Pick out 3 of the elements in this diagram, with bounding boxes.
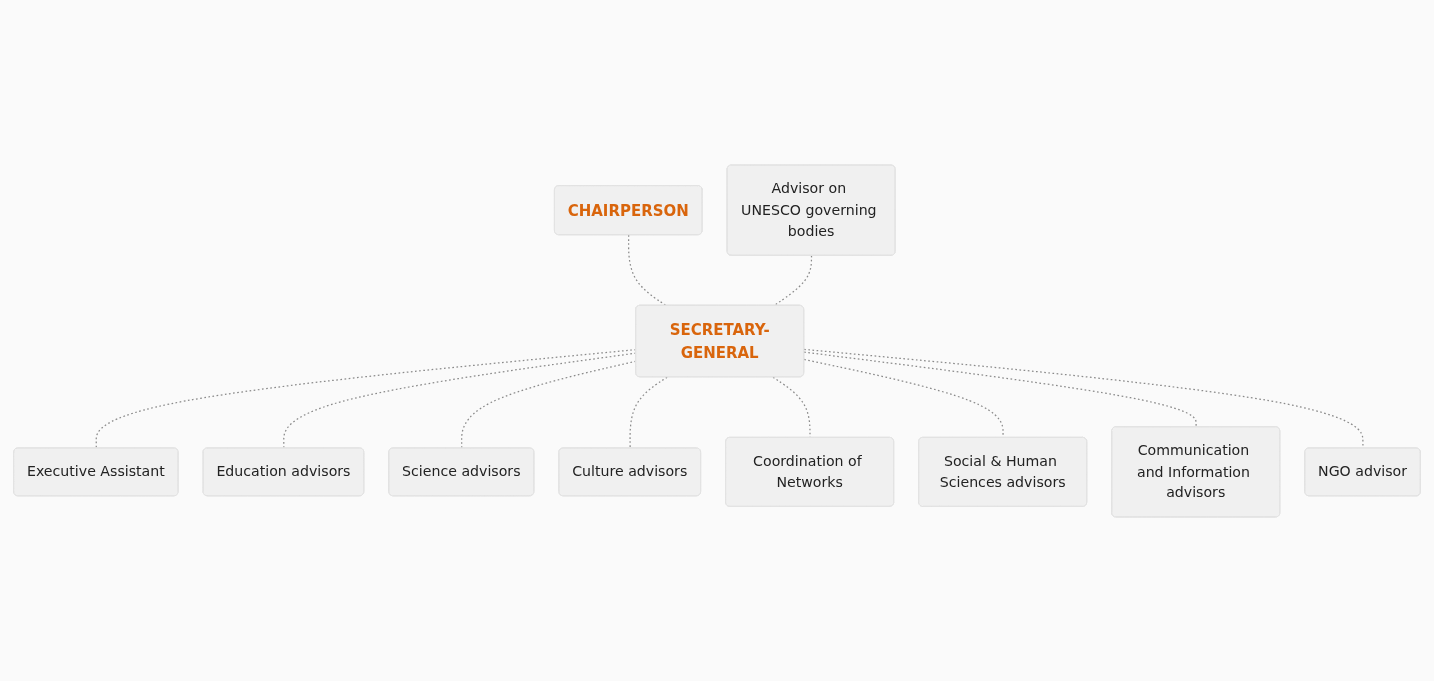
connector [803,358,1004,438]
connector [803,348,1364,449]
connector [803,351,1197,428]
